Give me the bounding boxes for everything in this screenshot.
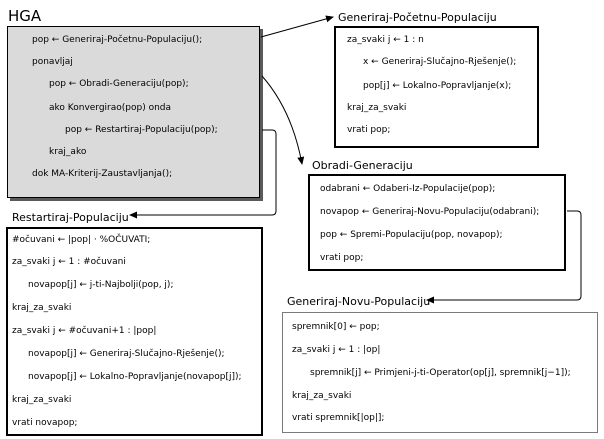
main-line-2: ponavljaj bbox=[32, 57, 73, 67]
init-line-1: za_svaki j ← 1 : n bbox=[347, 35, 424, 45]
process-block-title: Obradi-Generaciju bbox=[312, 159, 413, 172]
main-line-6: kraj_ako bbox=[49, 147, 87, 157]
newpop-line-2: za_svaki j ← 1 : |op| bbox=[292, 345, 381, 355]
restart-line-2: za_svaki j ← 1 : #očuvani bbox=[12, 257, 126, 267]
main-title: HGA bbox=[8, 7, 42, 25]
arrow-main-to-process bbox=[261, 75, 305, 165]
process-block-box: odabrani ← Odaberi-Iz-Populacije(pop); n… bbox=[308, 174, 566, 271]
newpop-line-5: vrati spremnik[|op|]; bbox=[292, 413, 385, 423]
init-block-box: za_svaki j ← 1 : n x ← Generiraj-Slučajn… bbox=[334, 26, 539, 148]
restart-line-3: novapop[j] ← j-ti-Najbolji(pop, j); bbox=[28, 280, 174, 290]
init-block-title: Generiraj-Početnu-Populaciju bbox=[338, 11, 497, 24]
init-line-3: pop[j] ← Lokalno-Popravljanje(x); bbox=[363, 81, 512, 91]
arrow-main-to-init bbox=[260, 15, 334, 38]
main-line-3: pop ← Obradi-Generaciju(pop); bbox=[49, 79, 189, 89]
init-line-4: kraj_za_svaki bbox=[347, 103, 407, 113]
restart-block-title: Restartiraj-Populaciju bbox=[12, 211, 129, 224]
process-line-3: pop ← Spremi-Populaciju(pop, novapop); bbox=[320, 230, 503, 240]
newpop-block-box: spremnik[0] ← pop; za_svaki j ← 1 : |op|… bbox=[282, 312, 598, 433]
newpop-block-title: Generiraj-Novu-Populaciju bbox=[287, 295, 431, 308]
restart-line-6: novapop[j] ← Generiraj-Slučajno-Rješenje… bbox=[28, 349, 225, 359]
restart-line-5: za_svaki j ← #očuvani+1 : |pop| bbox=[12, 326, 157, 336]
restart-line-9: vrati novapop; bbox=[12, 418, 78, 428]
process-line-2: novapop ← Generiraj-Novu-Populaciju(odab… bbox=[320, 207, 540, 217]
process-line-1: odabrani ← Odaberi-Iz-Populacije(pop); bbox=[320, 184, 496, 194]
main-line-7: dok MA-Kriterij-Zaustavljanja(); bbox=[32, 169, 173, 179]
restart-block-box: #očuvani ← |pop| · %OČUVATI; za_svaki j … bbox=[6, 227, 263, 436]
restart-line-7: novapop[j] ← Lokalno-Popravljanje(novapo… bbox=[28, 372, 242, 382]
newpop-line-1: spremnik[0] ← pop; bbox=[292, 322, 380, 332]
init-line-2: x ← Generiraj-Slučajno-Rješenje(); bbox=[363, 57, 517, 67]
main-line-5: pop ← Restartiraj-Populaciju(pop); bbox=[65, 125, 218, 135]
newpop-line-3: spremnik[j] ← Primjeni-j-ti-Operator(op[… bbox=[310, 368, 571, 378]
main-line-1: pop ← Generiraj-Početnu-Populaciju(); bbox=[32, 35, 203, 45]
restart-line-4: kraj_za_svaki bbox=[12, 303, 72, 313]
newpop-line-4: kraj_za_svaki bbox=[292, 391, 352, 401]
restart-line-1: #očuvani ← |pop| · %OČUVATI; bbox=[12, 235, 151, 245]
main-line-4: ako Konvergirao(pop) onda bbox=[49, 103, 172, 113]
main-algorithm-box: pop ← Generiraj-Početnu-Populaciju(); po… bbox=[7, 26, 260, 198]
init-line-5: vrati pop; bbox=[347, 125, 391, 135]
process-line-4: vrati pop; bbox=[320, 253, 364, 263]
restart-line-8: kraj_za_svaki bbox=[12, 395, 72, 405]
